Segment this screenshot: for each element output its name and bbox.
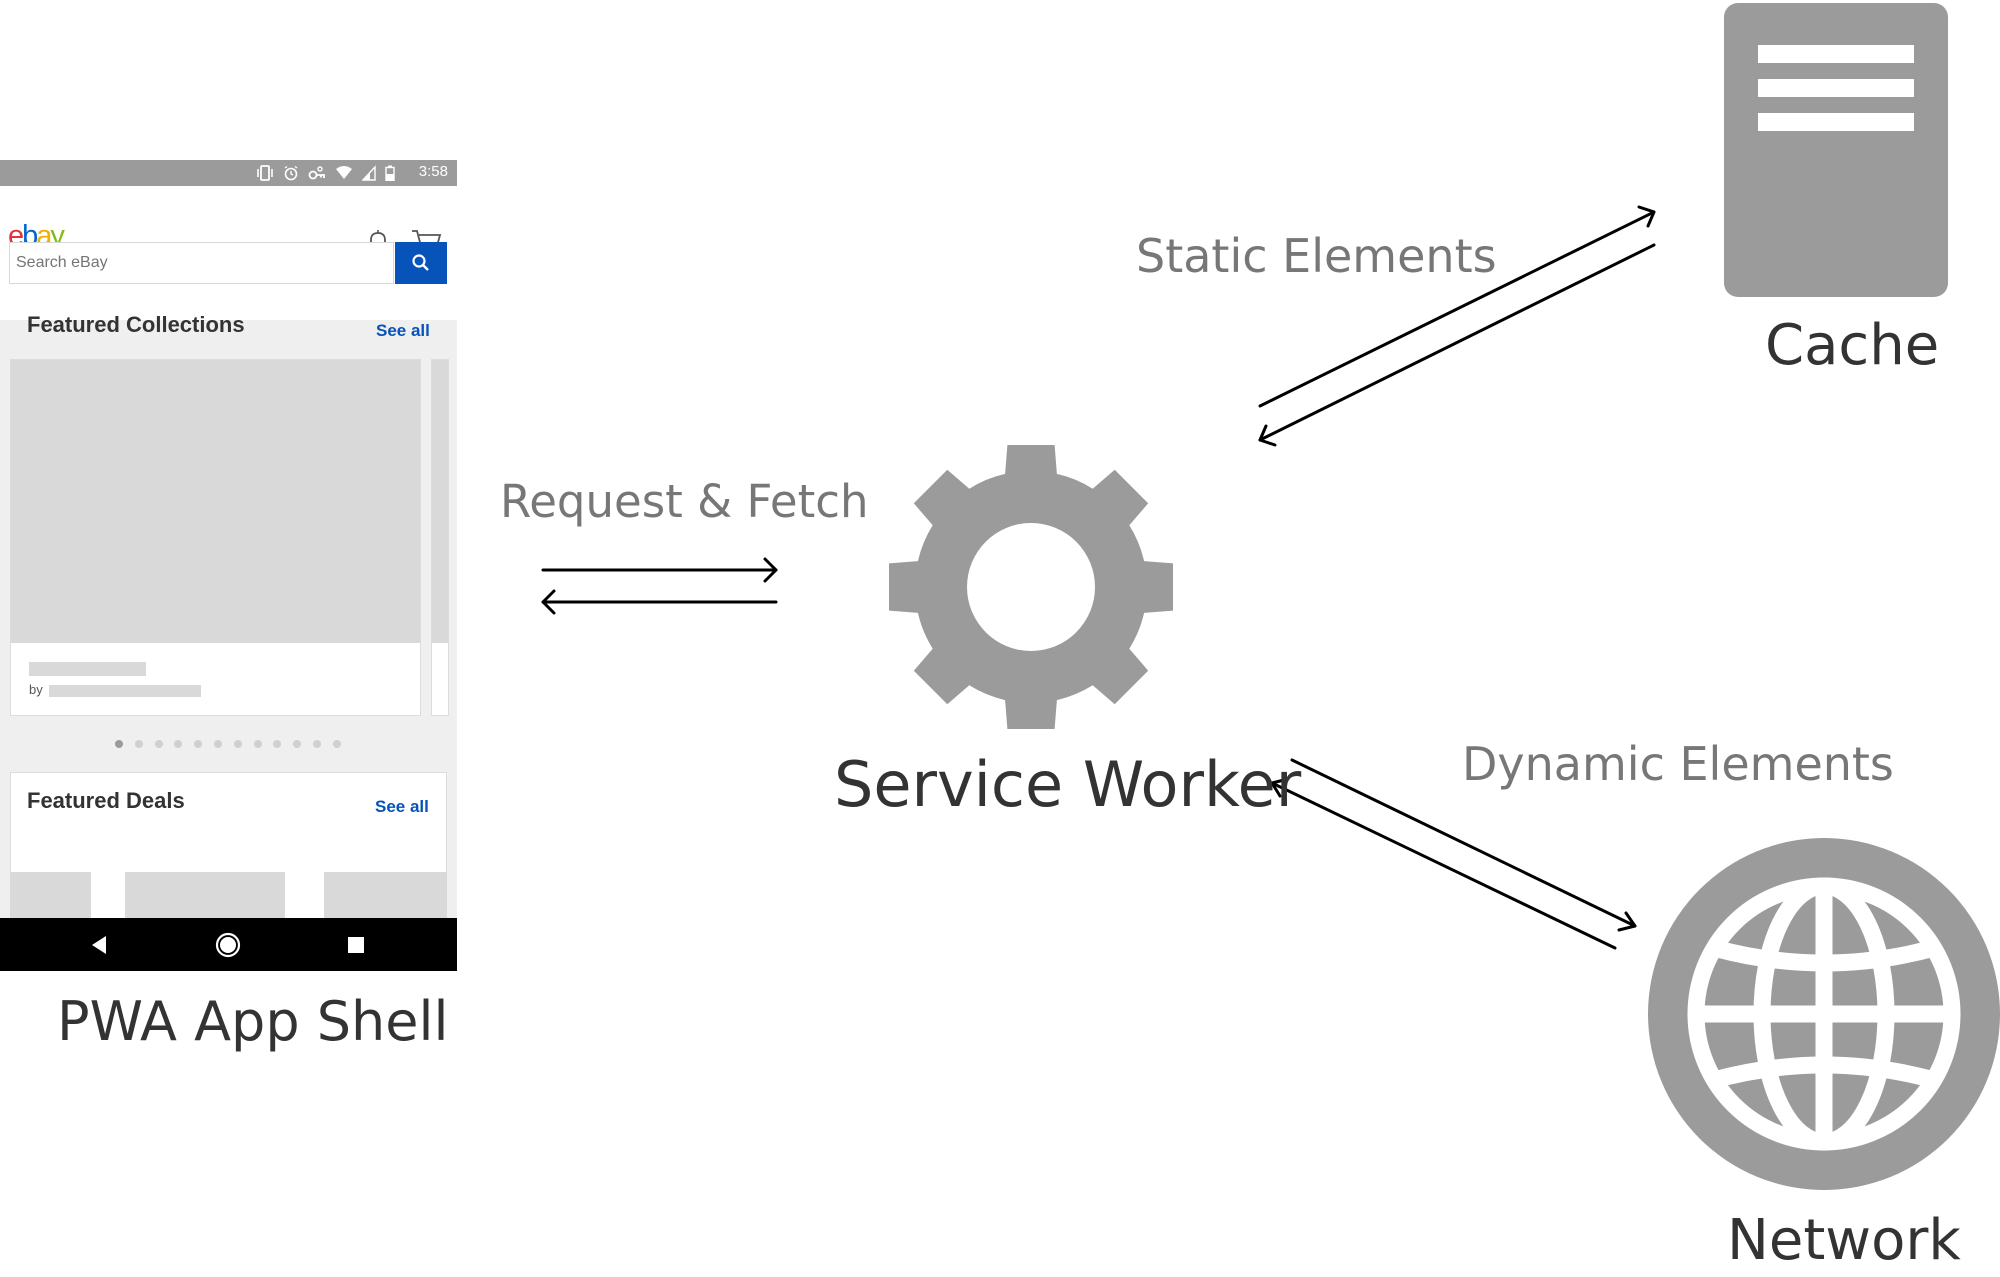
server-icon	[1724, 3, 1948, 297]
carousel-dot[interactable]	[174, 740, 183, 748]
deal-tile[interactable]	[125, 872, 285, 919]
from-cache-arrow	[1258, 243, 1656, 442]
search-icon	[412, 254, 429, 271]
to-cache-arrow	[1258, 210, 1656, 408]
vpn-key-icon	[308, 166, 325, 180]
carousel-dot[interactable]	[293, 740, 302, 748]
request-arrowhead	[763, 557, 778, 583]
android-nav-bar	[0, 918, 457, 971]
carousel-dot[interactable]	[253, 740, 262, 748]
service-worker-label: Service Worker	[834, 748, 1302, 821]
vibrate-icon	[257, 165, 273, 181]
from-cache-arrowhead	[1258, 424, 1277, 447]
carousel-dot[interactable]	[214, 740, 222, 748]
home-icon[interactable]	[215, 932, 241, 958]
featured-deals-title: Featured Deals	[27, 788, 185, 813]
status-time: 3:58	[418, 163, 448, 180]
globe-icon	[1648, 838, 2000, 1190]
recents-icon[interactable]	[348, 937, 364, 953]
search-input[interactable]	[9, 242, 394, 284]
to-cache-arrowhead	[1637, 205, 1656, 228]
carousel-dot[interactable]	[233, 740, 242, 748]
collection-card-author-placeholder	[49, 685, 201, 697]
carousel-dot[interactable]	[332, 740, 341, 748]
fetch-arrowhead	[541, 589, 556, 615]
back-icon[interactable]	[90, 935, 108, 955]
gear-hole	[967, 523, 1095, 651]
deal-tile[interactable]	[324, 872, 447, 919]
collection-card-image-placeholder	[11, 360, 420, 643]
featured-deals-see-all-link[interactable]: See all	[375, 797, 429, 816]
status-bar: 3:58	[0, 160, 457, 186]
network-label: Network	[1727, 1208, 1961, 1273]
wifi-icon	[336, 166, 352, 179]
signal-icon	[362, 165, 376, 181]
gear-icon	[889, 445, 1173, 729]
cache-label: Cache	[1765, 313, 1940, 378]
collection-card-by-label: by	[29, 682, 43, 697]
carousel-dot[interactable]	[115, 740, 123, 748]
collection-card[interactable]: by	[10, 359, 421, 716]
phone-mockup: 3:58 ebay Featured Collections See all b…	[0, 160, 457, 971]
carousel-dot[interactable]	[134, 740, 143, 748]
to-network-arrow	[1290, 758, 1637, 928]
collection-card-next-image-placeholder	[432, 360, 448, 643]
from-network-arrowhead	[1270, 777, 1290, 798]
carousel-dot[interactable]	[313, 740, 321, 748]
collection-card-next[interactable]	[431, 359, 449, 716]
alarm-icon	[284, 165, 298, 181]
collection-card-title-placeholder	[29, 662, 146, 676]
pwa-app-shell-label: PWA App Shell	[57, 990, 449, 1053]
dynamic-elements-label: Dynamic Elements	[1462, 737, 1894, 791]
to-network-arrowhead	[1617, 911, 1637, 932]
search-button[interactable]	[395, 242, 447, 284]
carousel-dot[interactable]	[154, 740, 163, 748]
featured-collections-title: Featured Collections	[27, 312, 245, 337]
battery-icon	[385, 165, 395, 181]
deal-tile[interactable]	[10, 872, 91, 919]
carousel-dot[interactable]	[273, 740, 282, 748]
static-elements-label: Static Elements	[1136, 229, 1497, 283]
carousel-dot[interactable]	[194, 740, 203, 748]
request-fetch-label: Request & Fetch	[500, 475, 869, 528]
from-network-arrow	[1270, 781, 1617, 950]
featured-collections-see-all-link[interactable]: See all	[376, 321, 430, 340]
status-icons	[256, 164, 395, 182]
